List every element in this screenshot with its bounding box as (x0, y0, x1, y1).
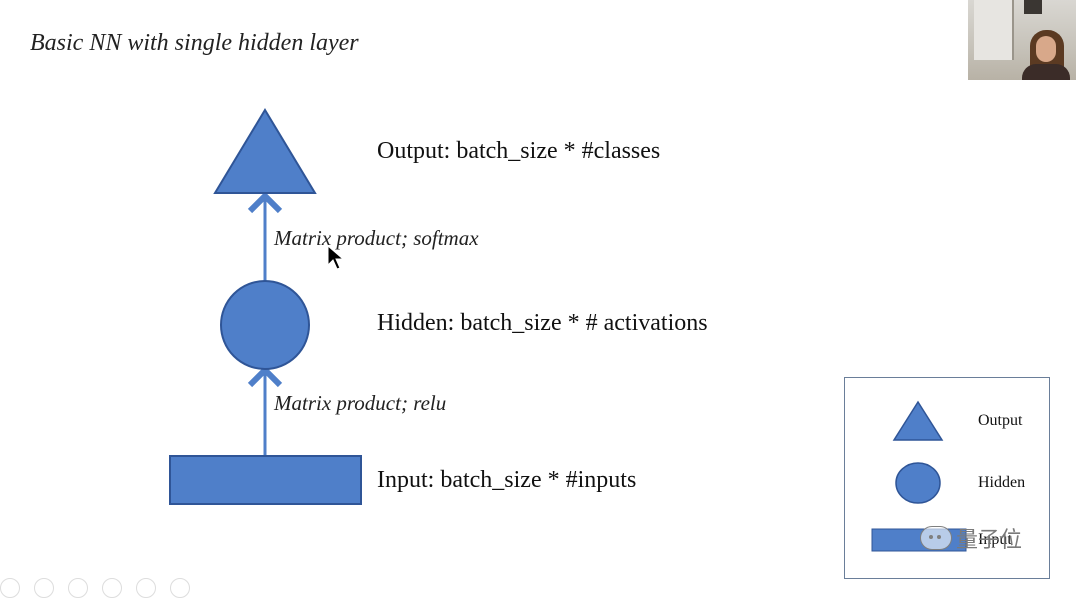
input-rectangle (169, 455, 362, 505)
watermark: 量子位 (920, 522, 1022, 554)
input-label: Input: batch_size * #inputs (377, 467, 637, 493)
edge-label-relu: Matrix product; relu (274, 391, 447, 415)
hidden-label: Hidden: batch_size * # activations (377, 310, 708, 336)
legend-output-triangle (892, 400, 944, 441)
legend-input-label: Input (978, 531, 1012, 548)
legend-output-label: Output (978, 412, 1023, 429)
output-label: Output: batch_size * #classes (377, 138, 661, 164)
legend-hidden-circle (895, 462, 941, 504)
legend-hidden-label: Hidden (978, 474, 1026, 491)
slide-title: Basic NN with single hidden layer (30, 30, 359, 56)
mouse-cursor-icon (327, 245, 345, 270)
chat-bubble-icon (920, 526, 952, 550)
webcam-thumbnail (968, 0, 1076, 80)
watermark-text: 量子位 (956, 528, 1023, 553)
edge-label-softmax: Matrix product; softmax (274, 226, 479, 250)
hidden-circle (220, 280, 310, 370)
slide-dots (0, 578, 190, 598)
network-diagram (169, 108, 362, 505)
output-triangle (213, 108, 317, 194)
